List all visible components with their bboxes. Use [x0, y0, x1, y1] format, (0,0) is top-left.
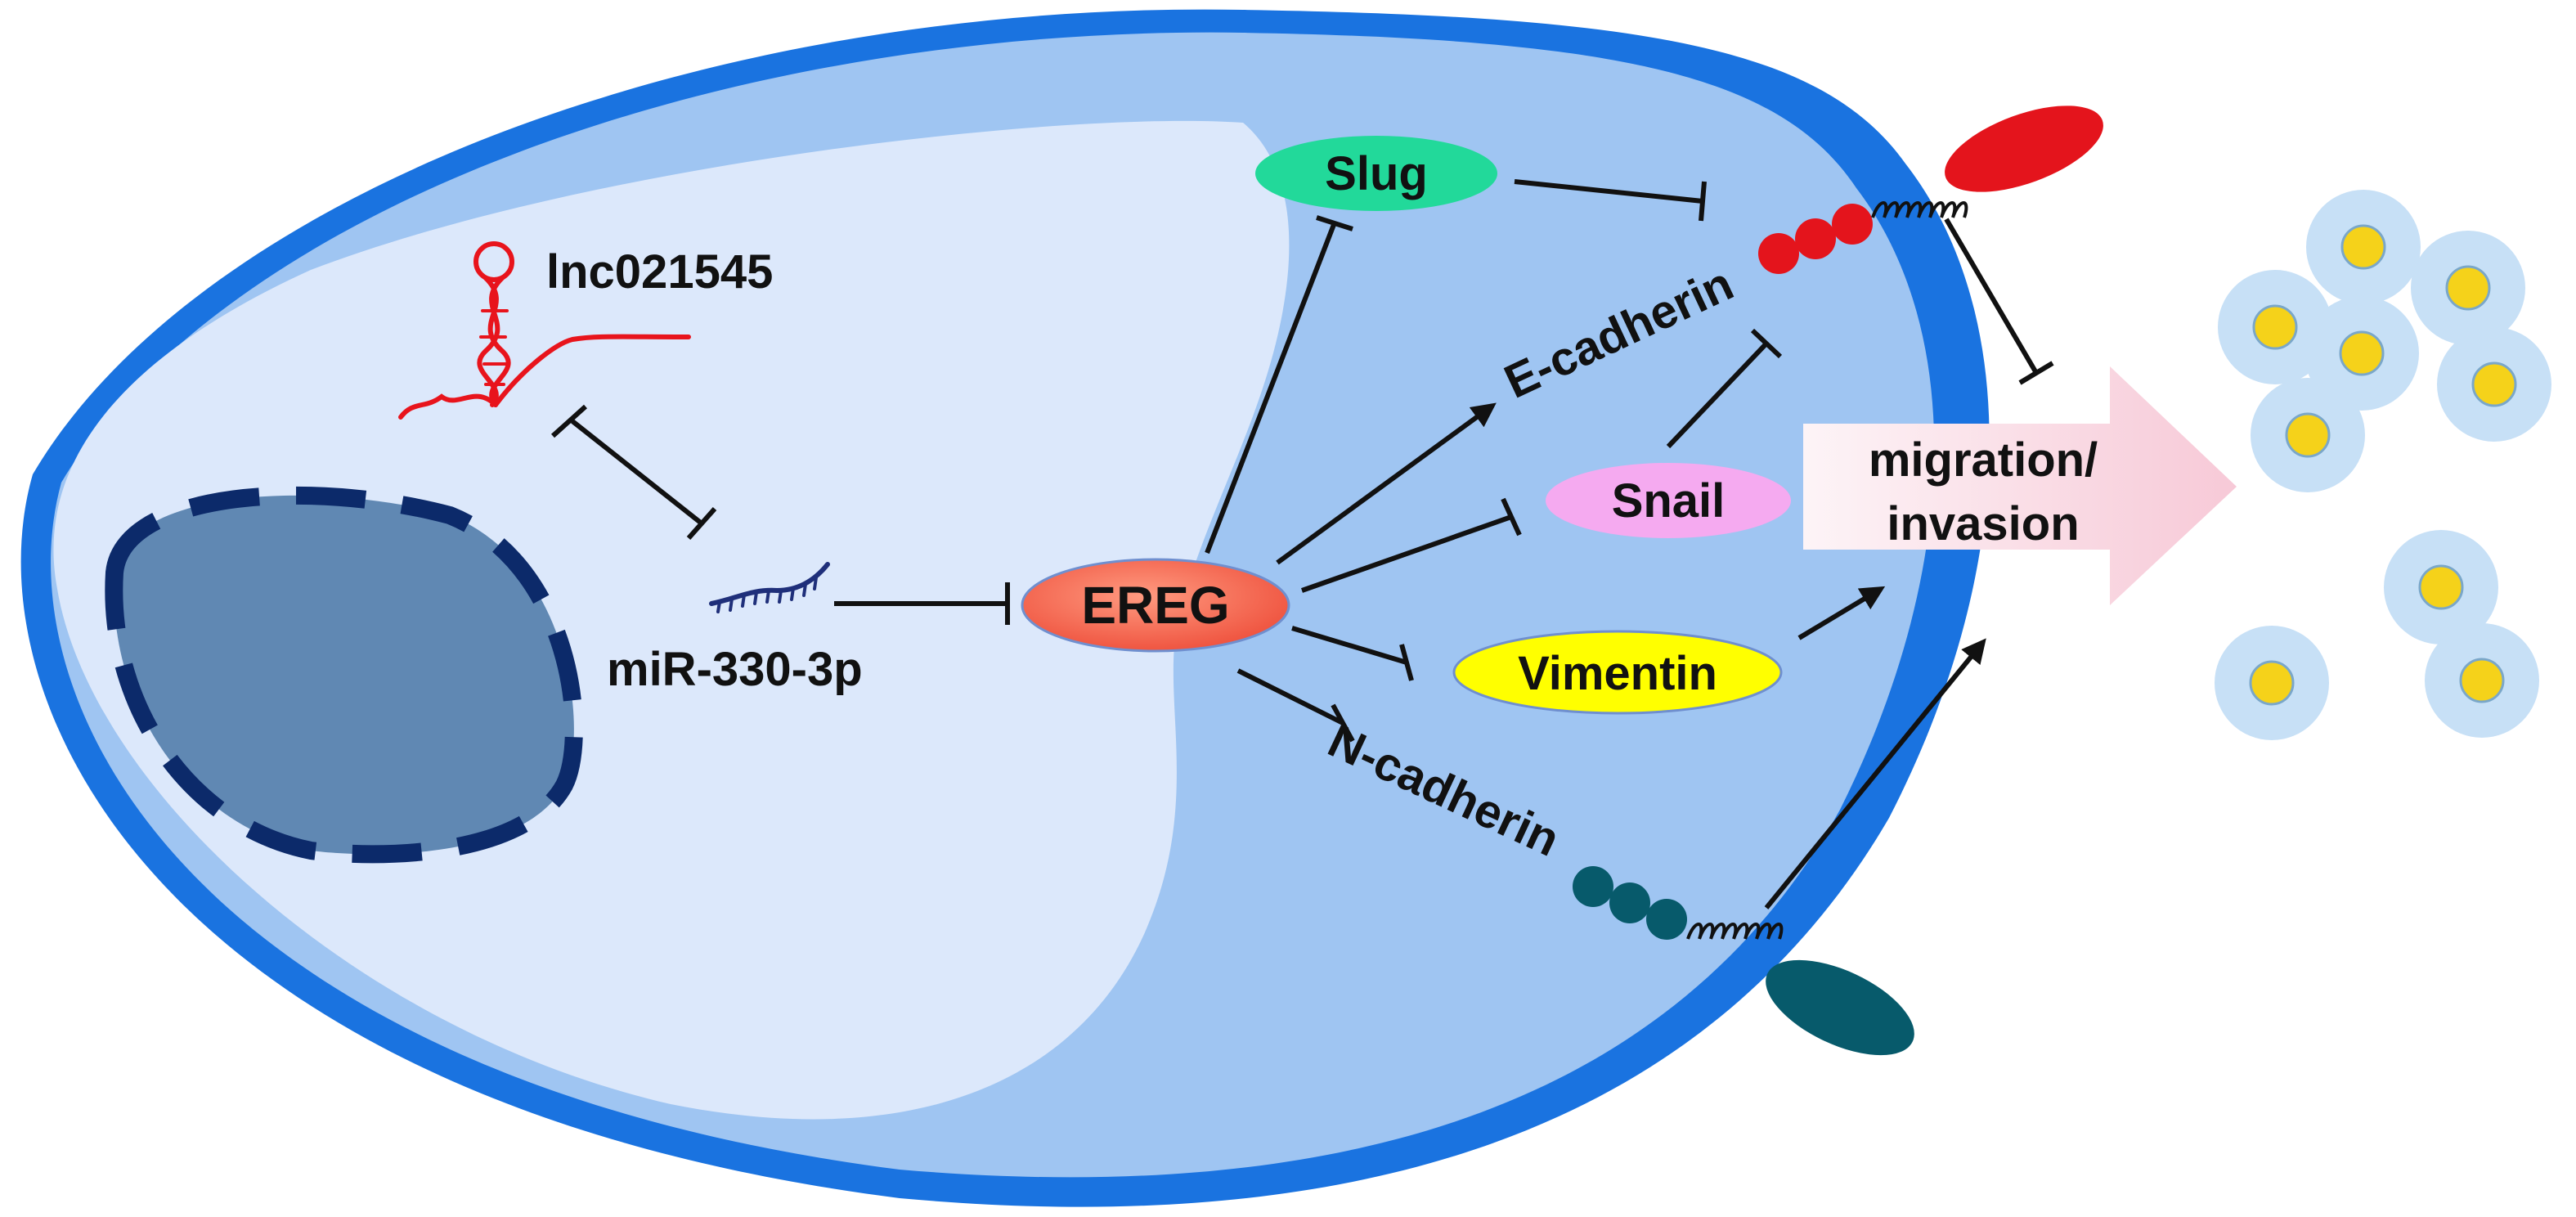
released-cell-nucleus — [2252, 304, 2298, 350]
edge-ereg-inhibits-slug — [1205, 215, 1353, 555]
slug-node: Slug — [1255, 136, 1497, 211]
e-cadherin-transmembrane-coil — [1871, 201, 1968, 218]
released-cell-nucleus — [2418, 564, 2464, 610]
vimentin-label: Vimentin — [1518, 647, 1717, 700]
edge-ereg-inhibits-n-cadherin — [1236, 668, 1355, 743]
mir-330-3p-label: miR-330-3p — [607, 643, 863, 696]
ereg-node: EREG — [1021, 558, 1290, 653]
nuclear-envelope-dashed — [105, 486, 583, 864]
nucleus — [105, 486, 583, 864]
edge-snail-inhibits-e-cadherin — [1666, 328, 1783, 449]
released-cell-nucleus — [2339, 330, 2385, 376]
e-cadherin-extracellular-domain — [1945, 106, 2103, 192]
snail-ellipse — [1546, 463, 1791, 538]
n-cadherin-domain-1 — [1573, 866, 1613, 907]
released-cell-nucleus — [2445, 265, 2491, 311]
released-cell-nucleus — [2249, 660, 2295, 706]
vimentin-ellipse — [1452, 630, 1783, 715]
released-cell-nucleus — [2471, 362, 2517, 407]
cell — [20, 9, 1990, 1207]
rna-tail-left — [398, 393, 498, 420]
snail-node: Snail — [1546, 463, 1791, 538]
edge-vimentin-activates-migration — [1797, 586, 1886, 640]
lnc021545-rna — [398, 241, 691, 420]
edge-n-cadherin-activates-migration — [1764, 638, 1986, 909]
n-cadherin-extracellular-domain — [1766, 959, 1914, 1056]
released-cell-nucleus — [2285, 412, 2331, 458]
e-cadherin-domain-1 — [1758, 233, 1799, 274]
ereg-ellipse — [1021, 558, 1290, 653]
block-arrow-shape — [1803, 366, 2237, 605]
edge-lnc-inhibits-mir — [550, 404, 717, 540]
slug-label: Slug — [1325, 147, 1428, 200]
released-cell-nucleus — [2459, 658, 2505, 703]
edge-slug-inhibits-e-cadherin — [1514, 179, 1707, 222]
mir-330-3p-rna — [709, 562, 830, 613]
released-cells-cluster — [2215, 190, 2551, 740]
edge-ereg-activates-e-cadherin — [1276, 402, 1497, 565]
snail-label: Snail — [1612, 474, 1726, 528]
n-cadherin-domain-2 — [1609, 882, 1650, 923]
migration-invasion-block-arrow: migration/ invasion — [1803, 366, 2237, 605]
edge-e-cadherin-inhibits-migration — [1944, 218, 2054, 385]
edge-ereg-inhibits-snail — [1301, 497, 1522, 593]
n-cadherin-domain-3 — [1646, 899, 1687, 940]
rna-loop — [473, 241, 514, 282]
inner-cytoplasm-region — [53, 120, 1290, 1120]
e-cadherin-domain-2 — [1795, 218, 1836, 259]
invasion-label: invasion — [1887, 497, 2079, 550]
slug-ellipse — [1255, 136, 1497, 211]
n-cadherin-transmembrane-coil — [1686, 923, 1784, 940]
released-cell-nucleus — [2340, 224, 2386, 270]
rna-helix-rungs — [479, 309, 509, 386]
nucleus-body — [114, 495, 574, 855]
rna-tail-right — [493, 334, 691, 407]
rna-helix-strand-b — [477, 276, 505, 407]
e-cadherin-domain-3 — [1832, 204, 1873, 245]
edge-ereg-inhibits-vimentin — [1291, 626, 1414, 681]
mirna-rungs — [716, 576, 818, 613]
vimentin-node: Vimentin — [1452, 630, 1783, 715]
ereg-label: EREG — [1081, 576, 1229, 635]
edge-mir-inhibits-ereg — [834, 582, 1010, 625]
lnc021545-label: lnc021545 — [546, 245, 773, 299]
migration-label: migration/ — [1869, 433, 2098, 487]
regulatory-edges — [550, 179, 2054, 909]
